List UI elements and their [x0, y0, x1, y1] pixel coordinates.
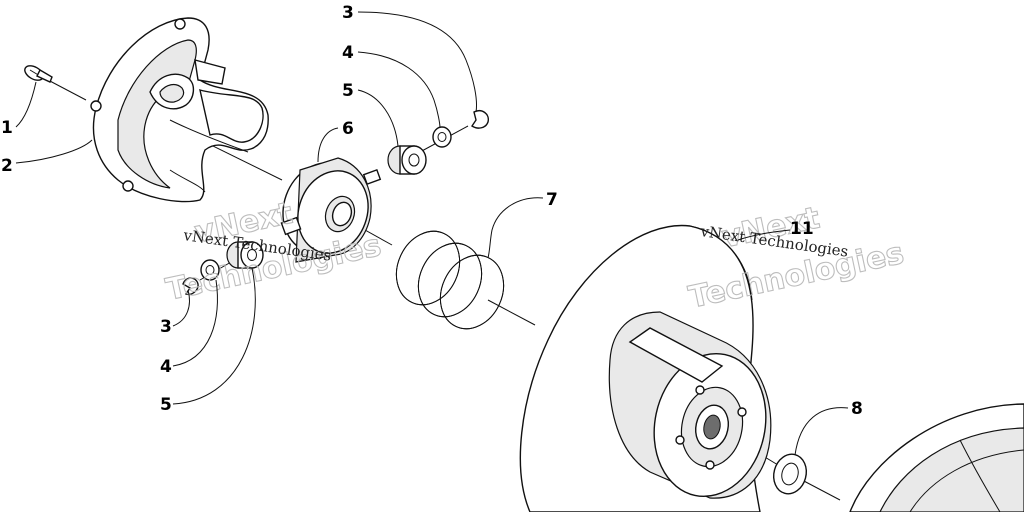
part-3-clip-lower: [182, 277, 199, 296]
partial-fixed-sheave: [848, 403, 1024, 513]
callout-8: 8: [851, 399, 863, 419]
callout-3-lower: 3: [160, 317, 172, 337]
part-4-washer-lower: [200, 259, 220, 281]
callout-1: 1: [1, 118, 13, 138]
part-11-sheave: [519, 224, 772, 513]
part-5-roller-lower: [226, 241, 264, 269]
callout-6: 6: [342, 119, 354, 139]
callout-11: 11: [790, 219, 814, 239]
part-4-washer-upper: [432, 126, 452, 148]
callout-4-upper: 4: [342, 43, 354, 63]
part-2-cover-housing: [90, 17, 269, 203]
callout-3-upper: 3: [342, 3, 354, 23]
callout-5-upper: 5: [342, 81, 354, 101]
callout-5-lower: 5: [160, 395, 172, 415]
callout-2: 2: [1, 156, 13, 176]
callout-numbers: 1 2 3 4 5 6 7 3 4 5 11 8: [1, 3, 863, 419]
callout-7: 7: [546, 190, 558, 210]
callout-leaders: [15, 11, 849, 456]
part-1-screw: [24, 65, 53, 83]
part-5-roller-upper: [387, 145, 427, 175]
part-6-hub: [280, 157, 382, 263]
part-7-spring: [395, 230, 505, 330]
part-8-washer: [773, 453, 807, 495]
part-3-clip-upper: [471, 110, 489, 129]
callout-4-lower: 4: [160, 357, 172, 377]
